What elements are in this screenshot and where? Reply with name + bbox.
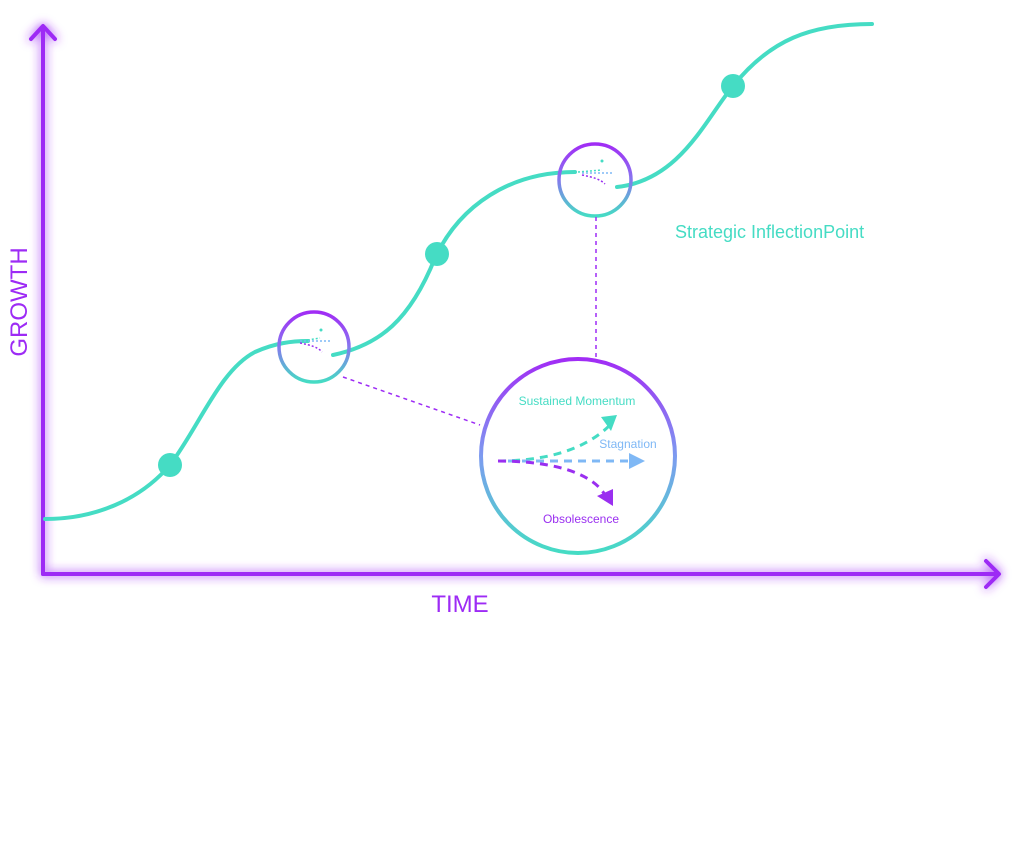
x-axis-arrow: [984, 559, 1001, 589]
obsolescence-label: Obsolescence: [543, 512, 619, 526]
axes: [29, 24, 1001, 589]
connector-line: [342, 376, 481, 426]
magnified-inflection: [479, 357, 677, 555]
inflection-ring-1: [277, 310, 351, 384]
s-curve-1: [43, 339, 310, 521]
callout-label: Strategic InflectionPoint: [675, 222, 864, 242]
sustained-momentum-label: Sustained Momentum: [519, 394, 636, 408]
milestone-dot: [158, 453, 182, 477]
inflection-ring-2: [557, 142, 633, 218]
obsolescence-arrow: [497, 459, 607, 496]
milestone-dot: [425, 242, 449, 266]
y-axis-label: GROWTH: [6, 247, 33, 356]
sustained-momentum-arrowhead: [601, 415, 617, 431]
connectors: [342, 217, 597, 426]
obsolescence-arrowhead: [597, 489, 613, 506]
milestones: [158, 74, 745, 477]
y-axis-arrow: [29, 24, 57, 41]
stagnation-label: Stagnation: [599, 437, 656, 451]
stagnation-arrowhead: [629, 453, 645, 469]
growth-curve: [43, 22, 874, 521]
x-axis-label: TIME: [431, 591, 488, 618]
milestone-dot: [721, 74, 745, 98]
s-curve-3: [615, 22, 874, 189]
s-curve-2: [331, 170, 577, 357]
